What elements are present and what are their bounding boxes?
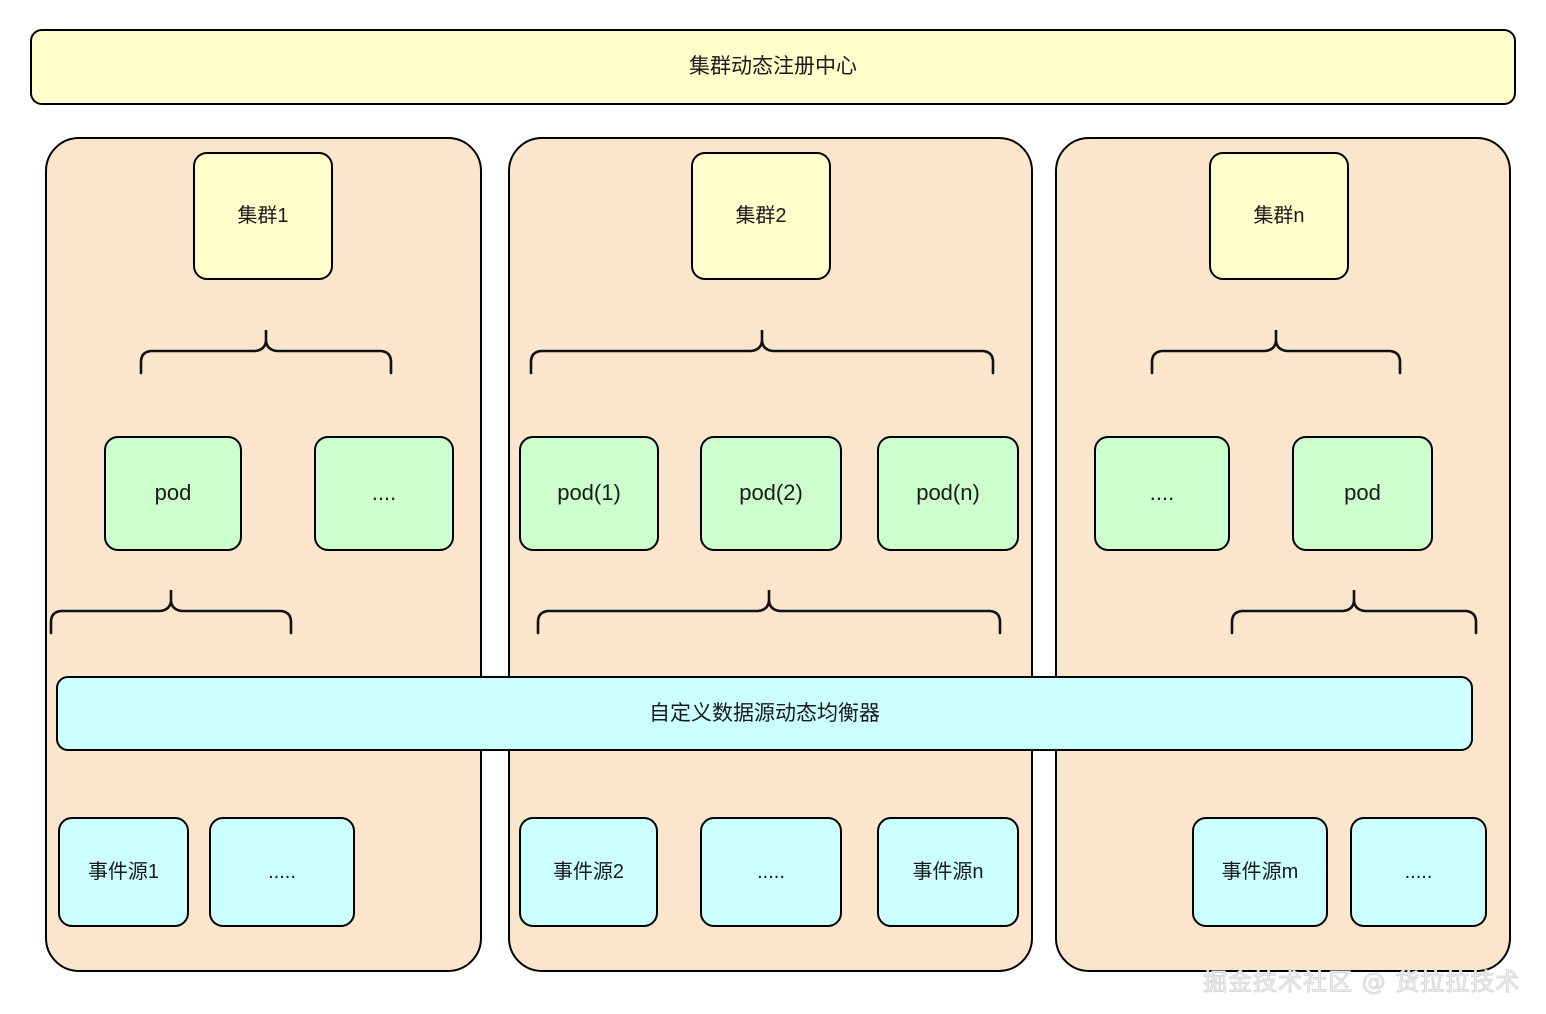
event-source-box-c1-1: 事件源1 (58, 817, 189, 927)
pod-box-c1-1: pod (104, 436, 242, 551)
event-source-box-c2-1: 事件源2 (519, 817, 658, 927)
event-source-box-cn-1: 事件源m (1192, 817, 1328, 927)
event-source-box-c2-2: ..... (700, 817, 842, 927)
pod-box-c2-2: pod(2) (700, 436, 842, 551)
cluster-label-n: 集群n (1209, 152, 1349, 280)
cluster-label-2: 集群2 (691, 152, 831, 280)
event-source-box-c1-2: ..... (209, 817, 355, 927)
dynamic-balancer-bar: 自定义数据源动态均衡器 (56, 676, 1473, 751)
pod-box-c2-3: pod(n) (877, 436, 1019, 551)
event-source-box-cn-2: ..... (1350, 817, 1487, 927)
registry-center-box: 集群动态注册中心 (30, 29, 1516, 105)
pod-box-c2-1: pod(1) (519, 436, 659, 551)
watermark-text: 掘金技术社区 @ 货拉拉技术 (1202, 968, 1521, 997)
event-source-box-c2-3: 事件源n (877, 817, 1019, 927)
pod-box-cn-2: pod (1292, 436, 1433, 551)
cluster-label-1: 集群1 (193, 152, 333, 280)
pod-box-c1-2: .... (314, 436, 454, 551)
pod-box-cn-1: .... (1094, 436, 1230, 551)
